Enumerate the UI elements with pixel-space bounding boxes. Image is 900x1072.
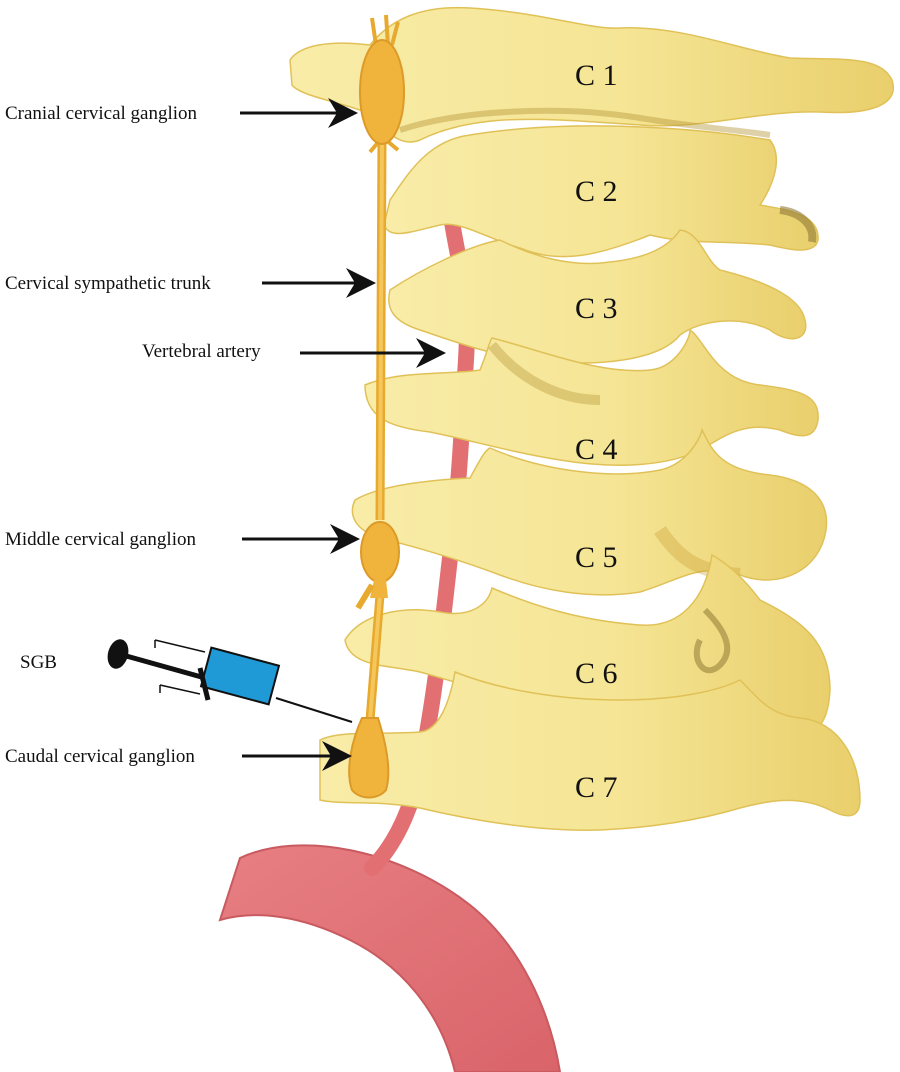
label-middle-cervical-ganglion: Middle cervical ganglion	[5, 529, 196, 550]
vertebra-label-c6: C 6	[575, 657, 618, 690]
vertebra-label-c2: C 2	[575, 175, 618, 208]
label-cervical-sympathetic-trunk: Cervical sympathetic trunk	[5, 273, 211, 294]
vertebra-c1	[289, 6, 894, 143]
vertebra-label-c4: C 4	[575, 433, 618, 466]
syringe-icon	[107, 639, 353, 723]
label-vertebral-artery: Vertebral artery	[142, 341, 261, 362]
label-caudal-cervical-ganglion: Caudal cervical ganglion	[5, 746, 195, 767]
vertebra-c4	[364, 328, 819, 466]
vertebra-c2	[383, 125, 819, 258]
vertebra-label-c3: C 3	[575, 292, 618, 325]
middle-cervical-ganglion	[355, 521, 400, 610]
caudal-cervical-ganglion	[348, 717, 390, 799]
vertebra-label-c7: C 7	[575, 771, 618, 804]
cranial-cervical-ganglion	[359, 14, 405, 154]
aortic-arch	[218, 844, 562, 1072]
vertebra-label-c1: C 1	[575, 59, 618, 92]
sympathetic-trunk	[365, 139, 387, 721]
vertebra-label-c5: C 5	[575, 541, 618, 574]
label-cranial-cervical-ganglion: Cranial cervical ganglion	[5, 103, 198, 124]
sgb-label: SGB	[20, 652, 57, 673]
vertebra-c7	[319, 670, 861, 831]
